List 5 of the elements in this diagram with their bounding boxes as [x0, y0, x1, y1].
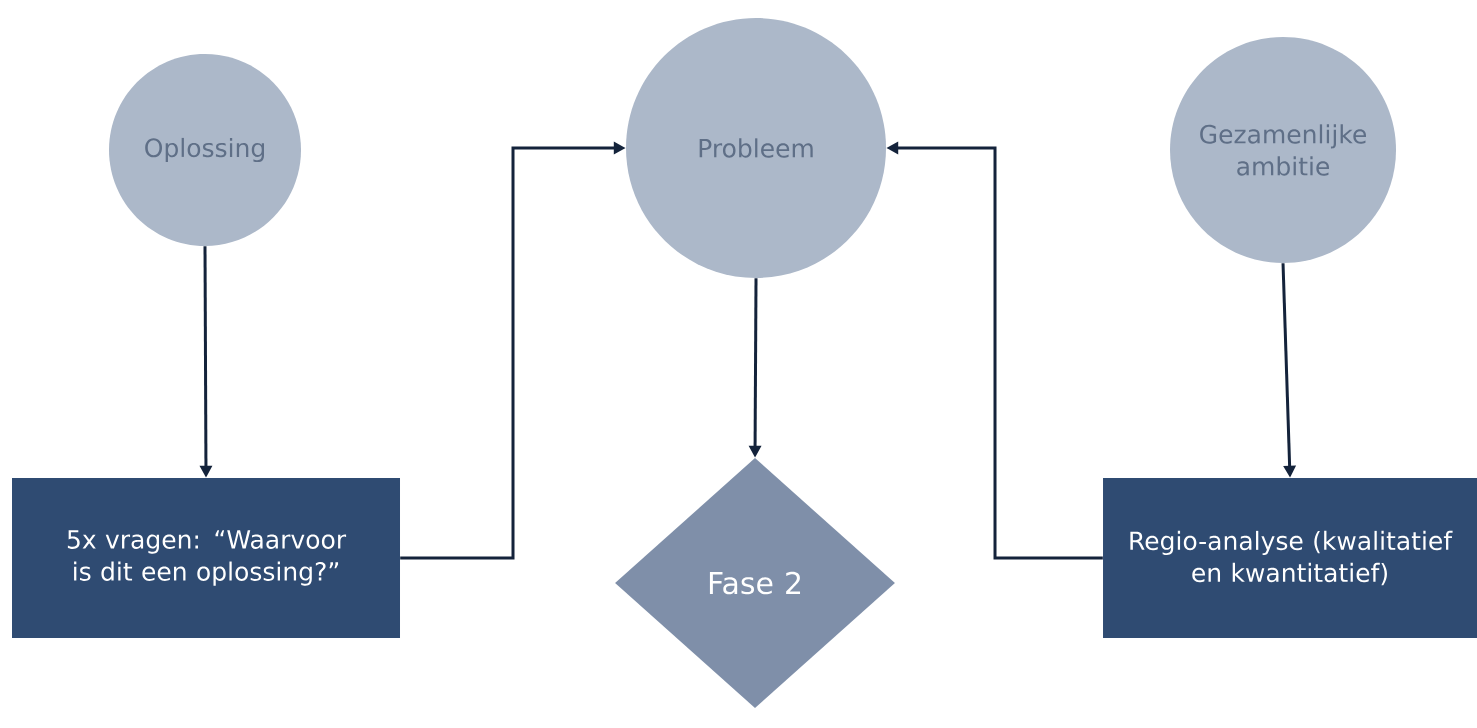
process-box: Regio-analyse (kwalitatief en kwantitatief) — [1103, 478, 1477, 638]
circle-node: Oplossing — [109, 54, 301, 246]
process-box: 5x vragen: “Waarvoor is dit een oplossing?” — [12, 478, 400, 638]
circle-node: Probleem — [626, 18, 886, 278]
circle-node: Gezamenlijke ambitie — [1170, 37, 1396, 263]
